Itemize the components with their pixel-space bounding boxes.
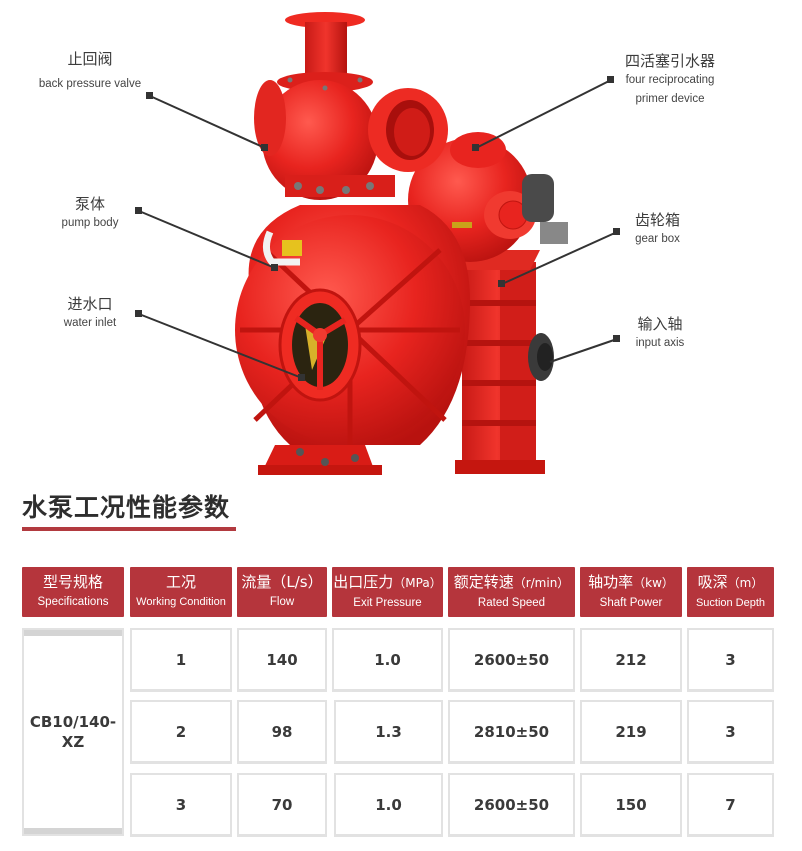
header-en: Exit Pressure xyxy=(353,597,422,609)
header-suction-depth: 吸深（m） Suction Depth xyxy=(687,567,774,617)
model-line2: XZ xyxy=(61,733,85,751)
header-en: Rated Speed xyxy=(477,597,546,609)
model-line1: CB10/140- xyxy=(29,713,117,731)
cell-condition: 2 xyxy=(130,700,232,764)
header-zh: 流量 xyxy=(241,573,272,591)
title-underline xyxy=(22,527,236,531)
callout-input-axis: 输入轴 input axis xyxy=(620,314,700,353)
header-en: Shaft Power xyxy=(599,597,663,609)
header-shaft-power: 轴功率（kw） Shaft Power xyxy=(580,567,682,617)
cell-speed: 2600±50 xyxy=(448,773,575,837)
callout-en: back pressure valve xyxy=(38,78,142,90)
header-en: Specifications xyxy=(37,596,109,608)
callout-en: pump body xyxy=(61,217,119,229)
cell-speed: 2810±50 xyxy=(448,700,575,764)
cell-depth: 3 xyxy=(687,700,774,764)
callout-zh: 进水口 xyxy=(67,295,113,313)
cell-power: 150 xyxy=(580,773,682,837)
cell-condition: 3 xyxy=(130,773,232,837)
input-axis-shape xyxy=(528,333,554,381)
header-zh: 出口压力 xyxy=(333,573,394,591)
callout-zh: 四活塞引水器 xyxy=(624,52,715,70)
cell-flow: 98 xyxy=(237,700,327,764)
pump-body-shape xyxy=(235,205,470,445)
cell-depth: 7 xyxy=(687,773,774,837)
cell-speed: 2600±50 xyxy=(448,628,575,692)
cell-power: 219 xyxy=(580,700,682,764)
callout-zh: 齿轮箱 xyxy=(634,211,680,229)
callout-zh: 输入轴 xyxy=(637,315,683,333)
header-en: Flow xyxy=(269,596,295,608)
callout-pump-body: 泵体 pump body xyxy=(40,194,140,233)
header-unit: （MPa） xyxy=(393,576,442,590)
callout-en: primer device xyxy=(635,93,705,105)
cell-flow: 140 xyxy=(237,628,327,692)
header-rated-speed: 额定转速（r/min） Rated Speed xyxy=(448,567,575,617)
model-spec-cell: CB10/140- XZ xyxy=(22,628,124,836)
pump-illustration xyxy=(135,12,620,475)
cell-pressure: 1.3 xyxy=(334,700,443,764)
header-zh: 工况 xyxy=(165,573,196,591)
callout-en: gear box xyxy=(635,233,680,245)
callout-primer-device: 四活塞引水器 four reciprocating primer device xyxy=(610,51,730,109)
callout-en: input axis xyxy=(635,337,685,349)
header-working-condition: 工况 Working Condition xyxy=(130,567,232,617)
cell-depth: 3 xyxy=(687,628,774,692)
header-unit: （L/s） xyxy=(271,573,323,591)
callout-zh: 止回阀 xyxy=(67,50,113,68)
header-zh: 额定转速 xyxy=(453,573,514,591)
header-en: Suction Depth xyxy=(695,597,766,609)
cell-flow: 70 xyxy=(237,773,327,837)
header-unit: （r/min） xyxy=(513,576,570,590)
callout-water-inlet: 进水口 water inlet xyxy=(40,294,140,333)
callout-zh: 泵体 xyxy=(74,195,105,213)
header-unit: （m） xyxy=(727,576,764,590)
callout-en: four reciprocating xyxy=(625,74,715,86)
header-flow: 流量（L/s） Flow xyxy=(237,567,327,617)
pump-foot-shape xyxy=(258,445,382,475)
callout-en: water inlet xyxy=(63,317,117,329)
header-zh: 吸深 xyxy=(697,573,728,591)
header-en: Working Condition xyxy=(136,596,226,608)
callout-back-pressure-valve: 止回阀 back pressure valve xyxy=(30,49,150,94)
header-unit: （kw） xyxy=(633,576,674,590)
header-zh: 型号规格 xyxy=(42,573,103,591)
header-exit-pressure: 出口压力（MPa） Exit Pressure xyxy=(332,567,443,617)
section-title: 水泵工况性能参数 xyxy=(22,493,231,522)
header-specifications: 型号规格 Specifications xyxy=(22,567,124,617)
cell-pressure: 1.0 xyxy=(334,773,443,837)
cell-pressure: 1.0 xyxy=(332,628,443,692)
cell-condition: 1 xyxy=(130,628,232,692)
callout-gear-box: 齿轮箱 gear box xyxy=(620,210,695,249)
cell-power: 212 xyxy=(580,628,682,692)
check-valve-shape xyxy=(254,12,448,200)
header-zh: 轴功率 xyxy=(588,573,634,591)
